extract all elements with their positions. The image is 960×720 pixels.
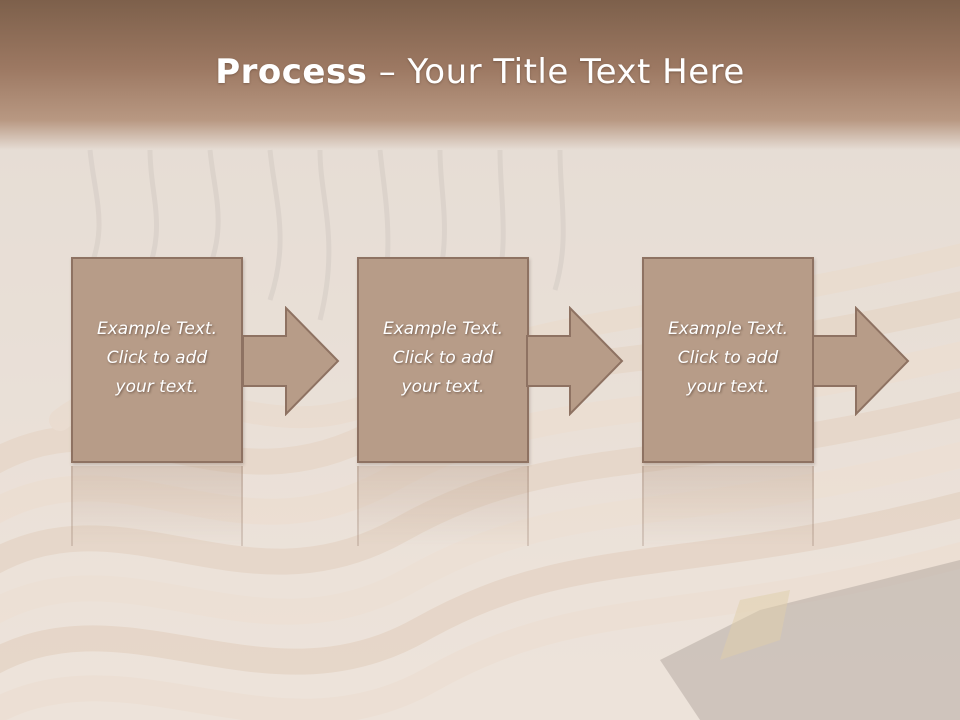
step-line: Example Text.	[382, 319, 504, 339]
step-line: Example Text.	[96, 319, 218, 339]
step-line: your text.	[686, 377, 770, 397]
step-text: Example Text. Click to add your text.	[644, 315, 812, 402]
step-reflection	[642, 466, 814, 546]
step-line: your text.	[115, 377, 199, 397]
right-arrow-icon[interactable]	[526, 306, 624, 416]
step-text: Example Text. Click to add your text.	[73, 315, 241, 402]
title-rest: – Your Title Text Here	[367, 52, 745, 92]
step-line: Click to add	[677, 348, 779, 368]
step-reflection	[71, 466, 243, 546]
right-arrow-icon[interactable]	[812, 306, 910, 416]
process-step-3[interactable]: Example Text. Click to add your text.	[642, 257, 814, 463]
title-band	[0, 0, 960, 150]
page-title[interactable]: Process – Your Title Text Here	[0, 52, 960, 92]
process-step-1[interactable]: Example Text. Click to add your text.	[71, 257, 243, 463]
step-reflection	[357, 466, 529, 546]
step-text: Example Text. Click to add your text.	[359, 315, 527, 402]
process-step-2[interactable]: Example Text. Click to add your text.	[357, 257, 529, 463]
right-arrow-icon[interactable]	[242, 306, 340, 416]
step-line: Example Text.	[667, 319, 789, 339]
step-line: Click to add	[392, 348, 494, 368]
step-line: Click to add	[106, 348, 208, 368]
title-bold: Process	[215, 52, 368, 92]
step-line: your text.	[401, 377, 485, 397]
